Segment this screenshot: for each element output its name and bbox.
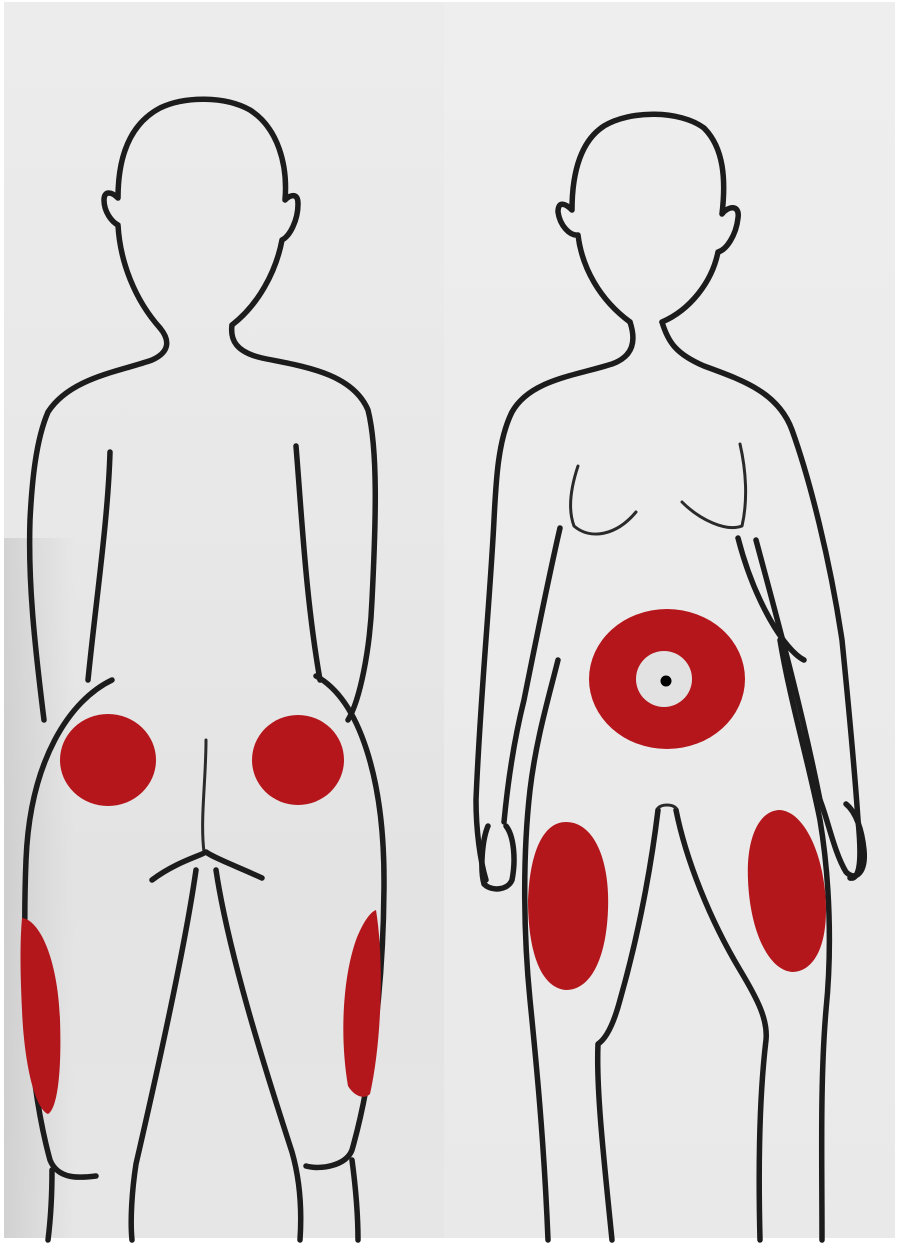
site-left-buttock <box>60 714 156 806</box>
back-view-figure <box>25 99 384 1240</box>
front-inner-leg-left <box>598 810 658 1240</box>
site-right-front-thigh <box>748 810 826 972</box>
back-arm-left <box>88 452 110 680</box>
site-left-front-thigh <box>528 822 608 990</box>
back-arm-right <box>296 446 320 680</box>
front-neck-left <box>476 322 633 880</box>
back-neck-left <box>30 328 167 720</box>
site-right-outer-thigh-back <box>343 910 380 1097</box>
site-left-outer-thigh-back <box>21 918 61 1114</box>
front-chest-left <box>571 466 636 534</box>
back-buttock-curve <box>152 852 262 880</box>
back-head-outline <box>104 99 298 328</box>
back-inner-leg-right <box>216 870 301 1240</box>
back-inner-leg-left <box>131 870 196 1240</box>
back-outer-leg-left <box>48 1170 52 1240</box>
front-head-outline <box>558 114 738 322</box>
front-crotch-line <box>658 805 676 808</box>
front-chest-right <box>682 444 746 528</box>
back-spine-line <box>203 740 206 852</box>
back-outer-leg-right <box>352 1160 358 1240</box>
site-right-buttock <box>252 715 344 805</box>
navel-dot <box>661 676 672 687</box>
